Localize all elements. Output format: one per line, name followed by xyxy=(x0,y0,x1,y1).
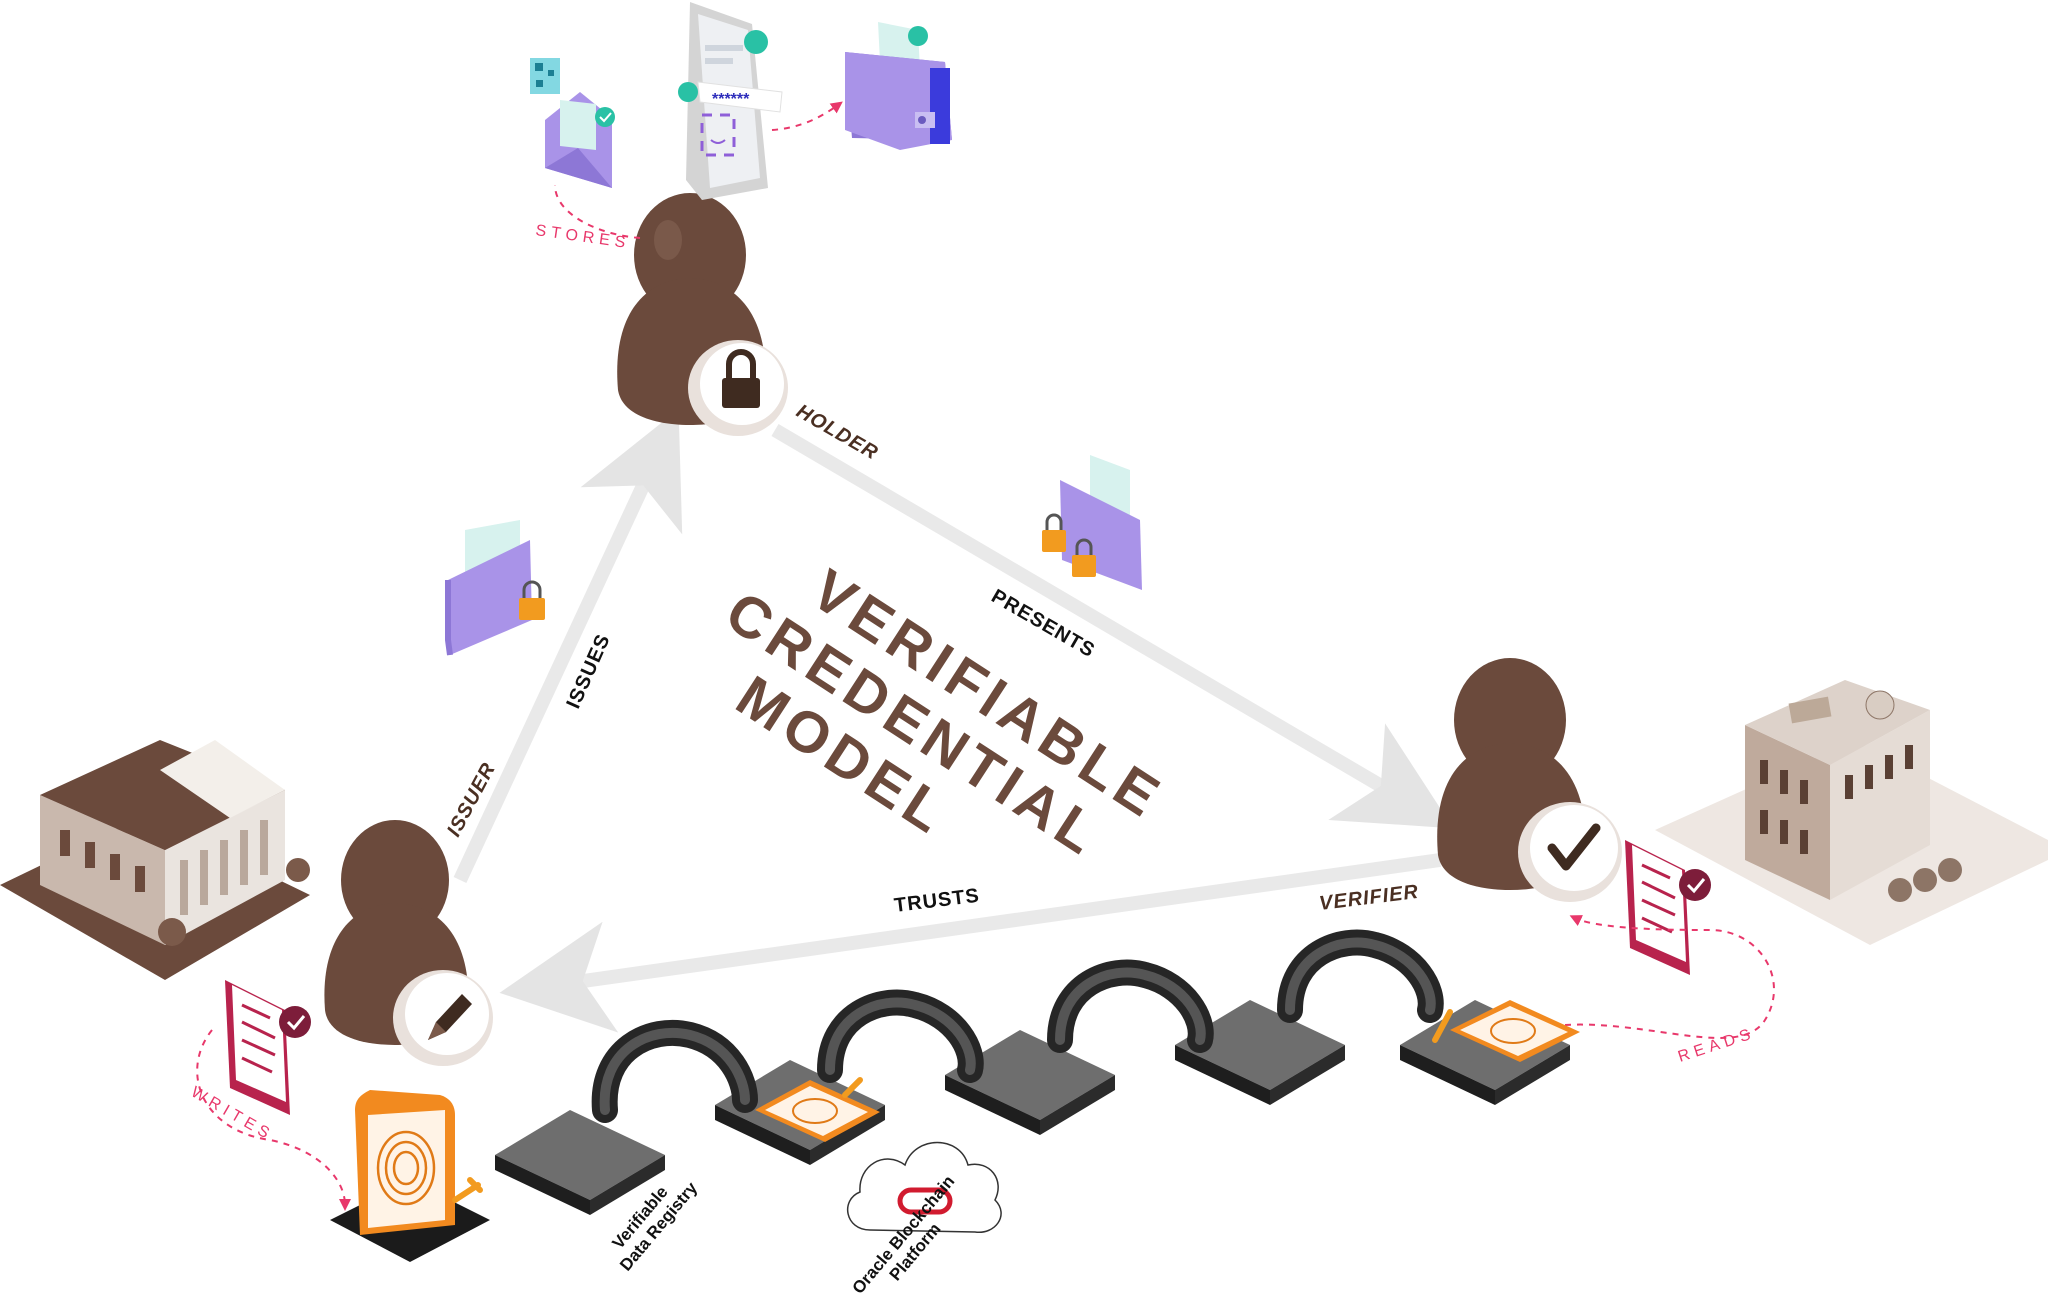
presents-label: PRESENTS xyxy=(988,585,1099,662)
stores-label: STORES xyxy=(534,222,631,252)
chain-link-2 xyxy=(817,989,984,1083)
blockchain-chain xyxy=(495,929,1580,1215)
chain-link-3 xyxy=(1047,959,1214,1053)
issues-arrow xyxy=(453,409,683,883)
fingerprint-card-icon xyxy=(330,1090,490,1262)
wallet-icon xyxy=(845,22,952,150)
chain-link-4 xyxy=(1277,929,1444,1023)
lock-badge xyxy=(688,340,788,436)
reads-label: READS xyxy=(1676,1025,1757,1066)
holder-person xyxy=(617,193,788,436)
credential-envelope-icon xyxy=(530,58,615,188)
stores-arrow xyxy=(554,184,641,239)
chain-block-1 xyxy=(495,1110,665,1200)
relation-arrows xyxy=(453,409,1454,1033)
verifier-person xyxy=(1437,658,1622,902)
diagram-title: VERIFIABLE CREDENTIAL MODEL xyxy=(714,557,1175,870)
password-mask: ****** xyxy=(712,91,750,108)
oracle-cloud-icon xyxy=(846,1141,1002,1233)
phone-icon: ****** xyxy=(678,2,783,200)
issuer-person xyxy=(324,820,493,1066)
presented-credential-folder-icon xyxy=(1042,455,1142,590)
presents-arrow xyxy=(771,423,1454,829)
issuer-building-icon xyxy=(0,740,310,980)
verifier-label: VERIFIER xyxy=(1318,881,1420,915)
verifier-document-icon xyxy=(1625,840,1711,975)
issued-credential-folder-icon xyxy=(445,520,545,656)
trusts-label: TRUSTS xyxy=(893,885,981,917)
trusts-arrow xyxy=(499,853,1441,1033)
check-badge xyxy=(1518,802,1622,902)
chain-block-3 xyxy=(945,1030,1115,1120)
issuer-document-icon xyxy=(225,980,311,1115)
pencil-badge xyxy=(393,970,493,1066)
chain-block-4 xyxy=(1175,1000,1345,1090)
phone-to-wallet-arrow xyxy=(771,101,843,131)
verifier-building-icon xyxy=(1655,680,2048,945)
chain-fingerprint-tile-2 xyxy=(1432,1000,1580,1062)
writes-arrow xyxy=(196,1029,351,1211)
chain-fingerprint-tile-1 xyxy=(755,1077,880,1142)
